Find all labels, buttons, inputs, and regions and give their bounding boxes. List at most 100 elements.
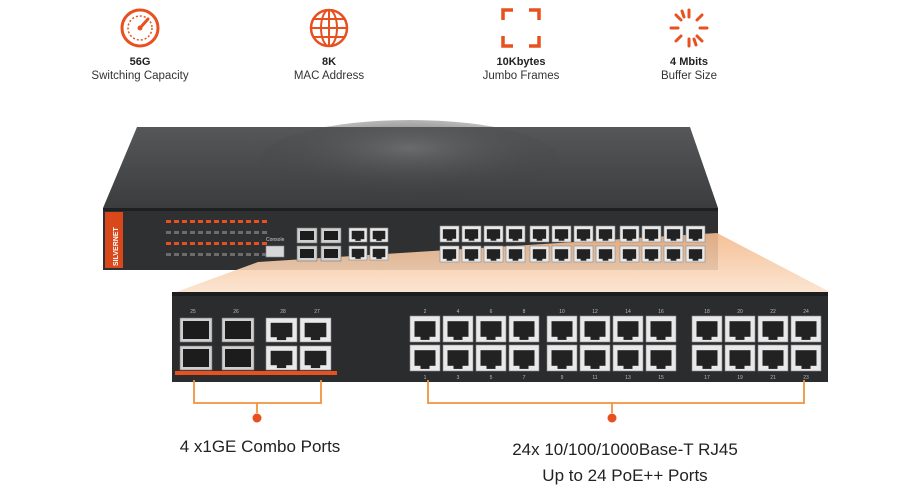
- globe-icon: [309, 8, 349, 48]
- rj45-port: [529, 225, 550, 243]
- led: [214, 231, 219, 234]
- led: [238, 220, 243, 223]
- led: [206, 253, 211, 256]
- rj45-port: [505, 245, 526, 263]
- feature-value: 4 Mbits: [670, 56, 708, 68]
- led: [198, 220, 203, 223]
- console-port: [265, 245, 285, 258]
- feature-switching-capacity: 56G Switching Capacity: [50, 6, 230, 82]
- port-number: 4: [457, 309, 460, 315]
- sfp-port: [320, 245, 342, 262]
- feature-label: Buffer Size: [660, 70, 718, 82]
- rj45-port: [579, 344, 611, 372]
- led: [262, 253, 267, 256]
- console-label: Console: [266, 237, 285, 243]
- port-number: 24: [803, 309, 809, 315]
- port-number: 7: [523, 375, 526, 381]
- led: [182, 231, 187, 234]
- rj45-port: [529, 245, 550, 263]
- combo-bracket: [193, 380, 322, 404]
- sfp-port: [221, 317, 255, 343]
- feature-mac-address: 8K MAC Address: [239, 6, 419, 82]
- port-number: 14: [625, 309, 631, 315]
- rj45-bracket: [427, 380, 805, 404]
- rj45-port: [757, 344, 789, 372]
- led: [190, 220, 195, 223]
- led: [198, 231, 203, 234]
- led: [262, 220, 267, 223]
- port-number: 6: [490, 309, 493, 315]
- rj45-port: [369, 245, 389, 261]
- rj45-port: [508, 344, 540, 372]
- rj45-port: [483, 245, 504, 263]
- led: [166, 231, 171, 234]
- rj45-port: [685, 245, 706, 263]
- port-number: 8: [523, 309, 526, 315]
- led: [206, 220, 211, 223]
- port-number: 10: [559, 309, 565, 315]
- rj45-port: [691, 344, 723, 372]
- rj45-port: [439, 245, 460, 263]
- rj45-port: [442, 315, 474, 343]
- rj45-port: [265, 317, 298, 343]
- led: [190, 253, 195, 256]
- frame-corners-icon: [501, 8, 541, 48]
- port-number: 12: [592, 309, 598, 315]
- port-number: 18: [704, 309, 710, 315]
- rj45-port: [641, 225, 662, 243]
- sfp-port: [179, 345, 213, 371]
- feature-label: Switching Capacity: [91, 70, 189, 82]
- rj45-port: [439, 225, 460, 243]
- led: [174, 242, 179, 245]
- sfp-port: [296, 245, 318, 262]
- led: [166, 220, 171, 223]
- led: [238, 253, 243, 256]
- rj45-port: [663, 225, 684, 243]
- port-number: 13: [625, 375, 631, 381]
- led: [214, 220, 219, 223]
- led: [246, 242, 251, 245]
- rj45-port: [475, 315, 507, 343]
- rj45-port: [299, 317, 332, 343]
- rj45-port: [546, 315, 578, 343]
- rj45-port: [551, 245, 572, 263]
- rj45-port: [348, 245, 368, 261]
- rj45-port: [369, 227, 389, 243]
- port-number: 15: [658, 375, 664, 381]
- port-number: 20: [737, 309, 743, 315]
- rj45-port: [685, 225, 706, 243]
- led: [254, 220, 259, 223]
- rj45-port: [595, 245, 616, 263]
- rj45-port: [724, 344, 756, 372]
- feature-value: 10Kbytes: [496, 56, 546, 68]
- rj45-port: [409, 344, 441, 372]
- led: [222, 242, 227, 245]
- led: [222, 253, 227, 256]
- led: [206, 242, 211, 245]
- rj45-port: [546, 344, 578, 372]
- rj45-port: [619, 225, 640, 243]
- led-indicators: [166, 220, 267, 256]
- led: [246, 231, 251, 234]
- led: [246, 253, 251, 256]
- led: [214, 242, 219, 245]
- led: [238, 242, 243, 245]
- rj45-port: [595, 225, 616, 243]
- device-front-ports: [296, 225, 706, 263]
- led: [190, 242, 195, 245]
- rj45-port: [645, 315, 677, 343]
- led: [238, 231, 243, 234]
- port-number: 26: [233, 309, 239, 315]
- rj45-port: [348, 227, 368, 243]
- brand-strip: [105, 212, 123, 268]
- rj45-port: [505, 225, 526, 243]
- led: [254, 231, 259, 234]
- sfp-port: [221, 345, 255, 371]
- led: [222, 231, 227, 234]
- sfp-port: [296, 227, 318, 244]
- led: [254, 253, 259, 256]
- feature-value: 56G: [129, 56, 151, 68]
- led: [182, 253, 187, 256]
- port-number: 22: [770, 309, 776, 315]
